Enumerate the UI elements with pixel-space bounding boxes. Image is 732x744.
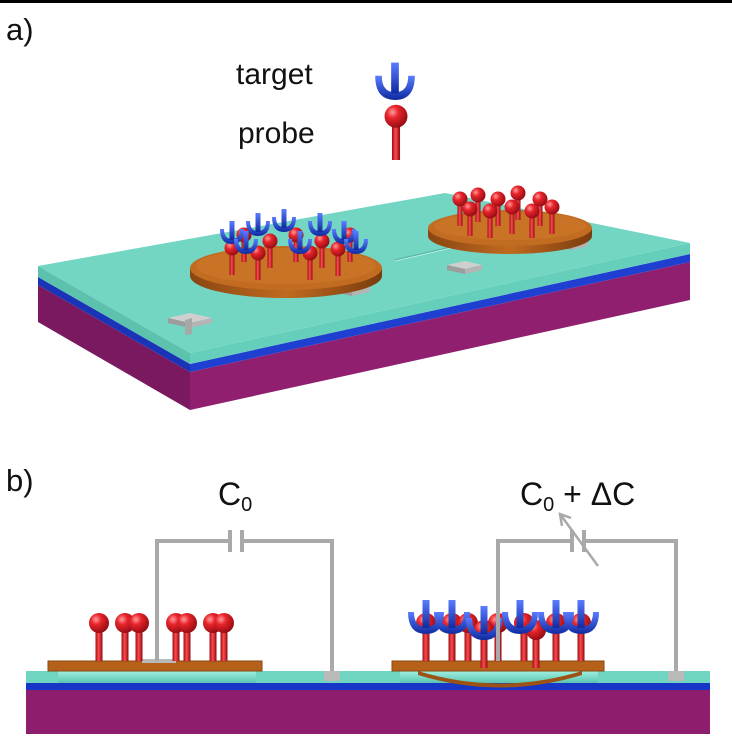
substrate-front [38, 285, 190, 410]
top-rule [0, 0, 732, 3]
legend-probe-label: probe [238, 117, 315, 150]
cap-delta-suffix: + ΔC [554, 476, 636, 512]
capacitance-label-c0-delta: C0 + ΔC [520, 478, 635, 515]
electrode-bar [391, 660, 605, 672]
chip-3d [38, 185, 690, 410]
electrode-disc-left [190, 246, 382, 298]
substrate-side [190, 262, 690, 410]
circuit-right [496, 539, 678, 671]
cavity [58, 671, 256, 683]
variable-capacitor-symbol [558, 512, 600, 567]
insulator-layer [26, 683, 710, 690]
substrate [26, 690, 710, 734]
membrane-side [190, 243, 690, 364]
cap-symbol: C [218, 476, 242, 512]
contact-pad [447, 261, 482, 274]
contact-post [668, 671, 684, 681]
cap-symbol: C [520, 476, 544, 512]
legend-target-icon [375, 62, 415, 100]
legend-target-label: target [236, 58, 313, 91]
legend-probe-icon [384, 104, 408, 160]
capacitor-symbol-left [228, 530, 244, 552]
bent-membrane [418, 671, 582, 688]
insulator-side [190, 254, 690, 372]
panel-b-label: b) [6, 463, 34, 498]
cap-subscript: 0 [241, 494, 253, 516]
contact-post [324, 671, 340, 681]
membrane-front [38, 266, 190, 364]
capacitance-label-c0: C0 [218, 478, 252, 515]
insulator-front [38, 277, 190, 372]
panel-a-label: a) [6, 12, 34, 47]
circuit-left [155, 539, 334, 671]
cap-subscript: 0 [543, 494, 555, 516]
contact-pad [168, 313, 212, 335]
